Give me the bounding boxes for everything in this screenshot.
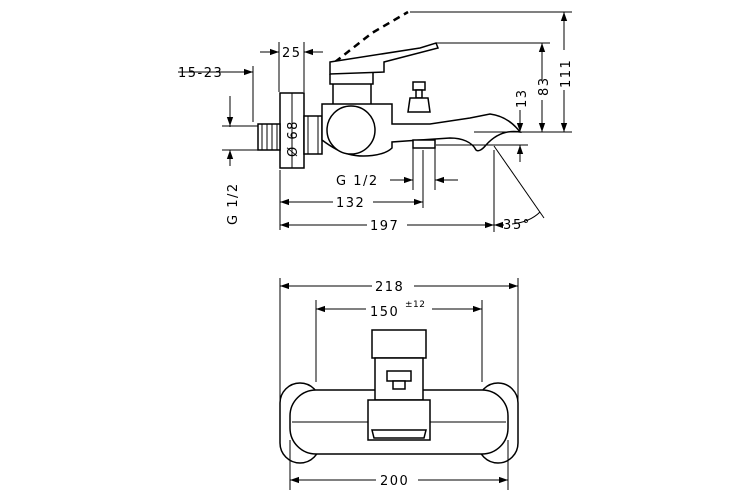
dim-83: 83: [537, 76, 552, 96]
dim-angle-35-unit: 5°: [513, 218, 531, 233]
body-neck: [332, 84, 372, 104]
dim-diameter-68: Ø 68: [286, 120, 301, 157]
diverter-stem-front: [392, 380, 406, 390]
dim-111: 111: [559, 59, 574, 88]
dim-197: 197: [370, 219, 399, 234]
outlet-thread: [412, 139, 436, 149]
dim-13: 13: [515, 88, 530, 108]
aerator-front: [371, 429, 427, 439]
side-view: 25 15-23 G 1/2 Ø 68 G 1/2 132: [178, 10, 574, 234]
dim-15-23: 15-23: [178, 66, 223, 81]
dim-angle-35: 3: [503, 218, 513, 233]
dim-25: 25: [282, 46, 302, 61]
cartridge-cap: [329, 72, 374, 85]
lever-front: [371, 329, 427, 359]
lever-alt-position: [334, 10, 409, 63]
body-cylinder: [326, 105, 376, 155]
diverter-top: [412, 81, 426, 91]
dim-g-1-2-vertical: G 1/2: [226, 182, 241, 225]
dim-218: 218: [375, 280, 404, 295]
diverter-knob-front: [386, 370, 412, 382]
dim-200: 200: [380, 474, 409, 489]
front-view: 218 150 ±12 200: [279, 278, 519, 490]
lever-handle: [329, 42, 440, 75]
union-nut: [303, 115, 323, 155]
dim-150: 150: [370, 305, 399, 320]
diverter-stem: [415, 89, 423, 99]
dim-g-1-2-outlet: G 1/2: [336, 174, 379, 189]
diverter-base: [407, 97, 431, 113]
dim-132: 132: [336, 196, 365, 211]
dim-150-tolerance: ±12: [405, 300, 426, 310]
threaded-connector: [257, 123, 281, 151]
